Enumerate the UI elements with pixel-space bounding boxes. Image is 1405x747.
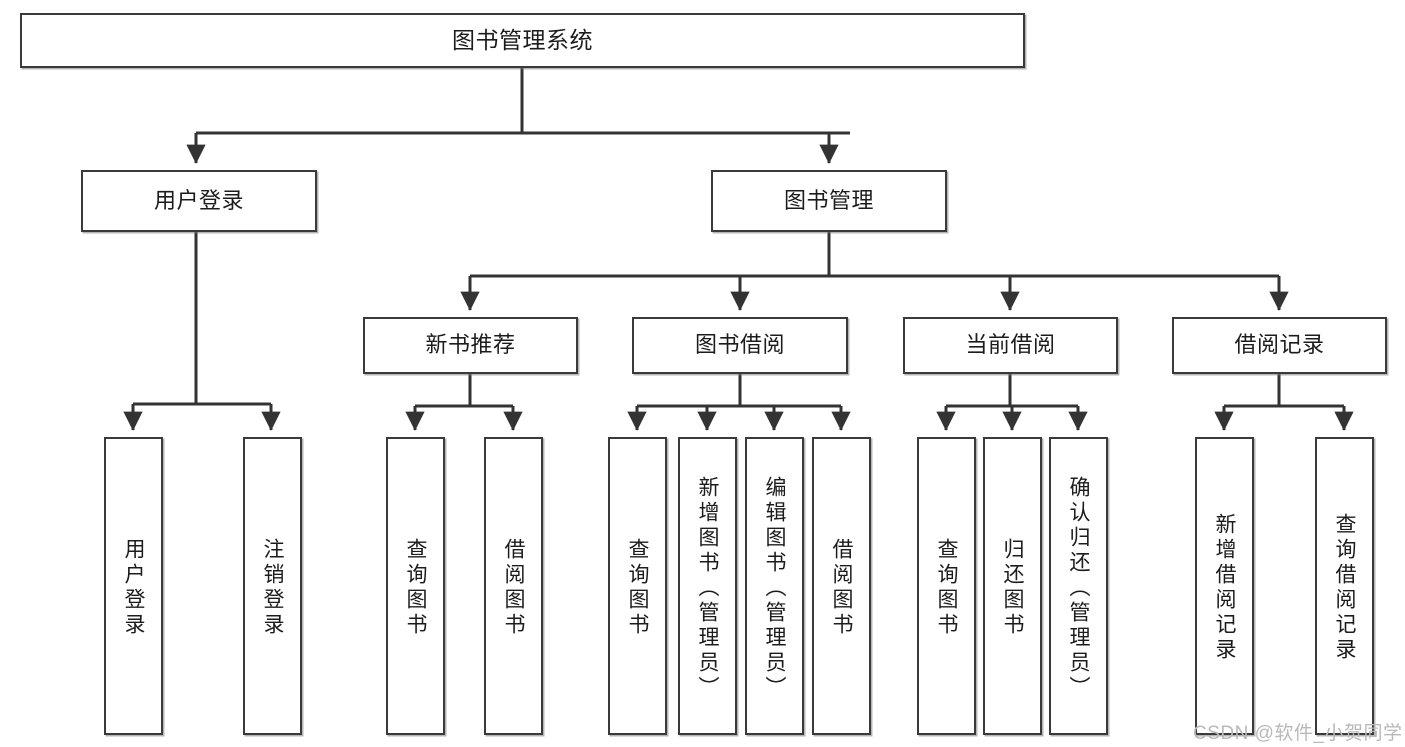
node-borrow-record-label: 借阅记录 — [1234, 332, 1325, 358]
node-leaf-user-login-label: 用户登录 — [122, 538, 145, 638]
node-leaf-borrow-book-a[interactable]: 借阅图书 — [484, 437, 543, 735]
node-root-label: 图书管理系统 — [452, 26, 593, 53]
node-leaf-return-book-label: 归还图书 — [1001, 538, 1024, 638]
node-leaf-query-book-c[interactable]: 查询图书 — [917, 437, 976, 735]
node-user-login-label: 用户登录 — [153, 187, 244, 213]
node-leaf-query-record-label: 查询借阅记录 — [1333, 513, 1356, 663]
node-book-admin[interactable]: 图书管理 — [711, 170, 947, 232]
node-leaf-add-record[interactable]: 新增借阅记录 — [1195, 437, 1254, 735]
node-book-borrow[interactable]: 图书借阅 — [632, 317, 848, 374]
node-leaf-return-book[interactable]: 归还图书 — [983, 437, 1042, 735]
node-leaf-borrow-book-b[interactable]: 借阅图书 — [812, 437, 871, 735]
csdn-watermark: CSDN @软件_小贺同学 — [1193, 723, 1403, 744]
node-leaf-logout-label: 注销登录 — [261, 538, 284, 638]
node-leaf-add-book[interactable]: 新增图书（管理员） — [678, 437, 737, 735]
node-leaf-user-login[interactable]: 用户登录 — [104, 437, 163, 735]
node-user-login[interactable]: 用户登录 — [81, 170, 317, 232]
node-leaf-query-book-c-label: 查询图书 — [935, 538, 958, 638]
node-book-borrow-label: 图书借阅 — [694, 332, 785, 358]
node-leaf-query-book-a[interactable]: 查询图书 — [386, 437, 445, 735]
node-new-book-rec[interactable]: 新书推荐 — [363, 317, 578, 374]
node-leaf-confirm-return[interactable]: 确认归还（管理员） — [1049, 437, 1108, 735]
node-leaf-query-book-b-label: 查询图书 — [626, 538, 649, 638]
node-root[interactable]: 图书管理系统 — [20, 13, 1025, 68]
node-current-borrow-label: 当前借阅 — [965, 332, 1056, 358]
node-leaf-add-record-label: 新增借阅记录 — [1213, 513, 1236, 663]
node-leaf-add-book-label: 新增图书（管理员） — [696, 475, 719, 701]
node-book-admin-label: 图书管理 — [783, 187, 874, 213]
node-new-book-rec-label: 新书推荐 — [425, 332, 516, 358]
node-leaf-logout[interactable]: 注销登录 — [243, 437, 302, 735]
node-leaf-edit-book[interactable]: 编辑图书（管理员） — [745, 437, 804, 735]
node-current-borrow[interactable]: 当前借阅 — [903, 317, 1118, 374]
node-leaf-confirm-return-label: 确认归还（管理员） — [1067, 475, 1090, 701]
node-borrow-record[interactable]: 借阅记录 — [1172, 317, 1387, 374]
node-leaf-borrow-book-a-label: 借阅图书 — [502, 538, 525, 638]
node-leaf-query-record[interactable]: 查询借阅记录 — [1315, 437, 1374, 735]
node-leaf-query-book-b[interactable]: 查询图书 — [608, 437, 667, 735]
node-leaf-query-book-a-label: 查询图书 — [404, 538, 427, 638]
node-leaf-edit-book-label: 编辑图书（管理员） — [763, 475, 786, 701]
node-leaf-borrow-book-b-label: 借阅图书 — [830, 538, 853, 638]
